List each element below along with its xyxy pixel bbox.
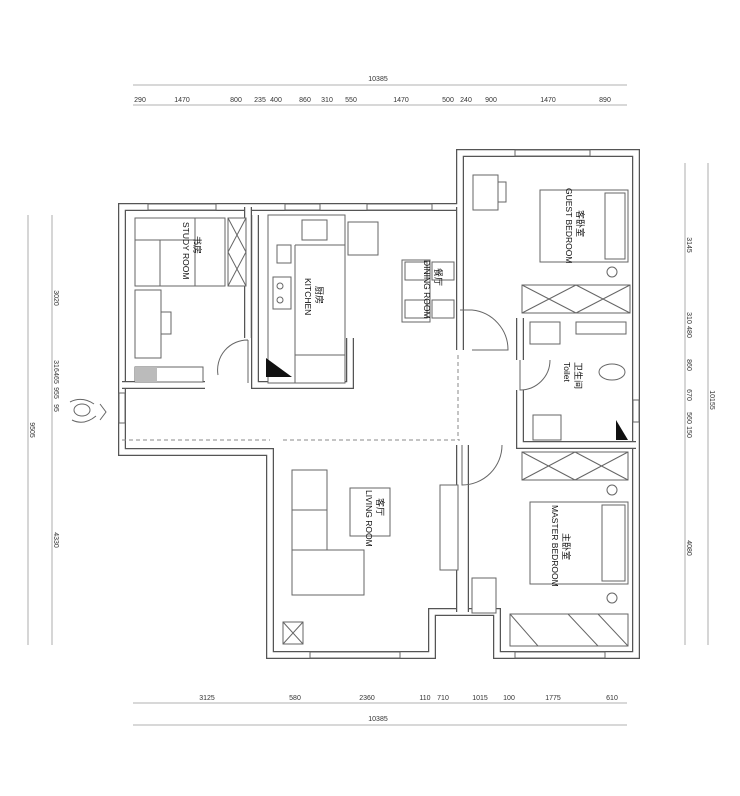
interior-walls [122, 207, 636, 612]
room-label-cn: 书房 [191, 236, 203, 254]
room-label-cn: 厨房 [313, 286, 325, 304]
dimension-label: 3020 [52, 290, 59, 306]
living-furniture [282, 469, 459, 645]
dimension-label: 860 [299, 97, 311, 104]
dimension-label: 110 [419, 695, 430, 702]
bottom-dimensions: 3125 580 2360 110 710 1015 100 1775 610 10385 [133, 695, 627, 726]
kitchen-furniture [266, 214, 379, 384]
dim-right-total: 10155 [708, 390, 715, 410]
dimension-label: 890 [599, 97, 611, 104]
top-dimensions: 10385 290 1470 800 235 400 860 310 550 1470 500 24… [133, 76, 627, 106]
study-furniture [134, 217, 247, 383]
dimension-label: 100 [503, 695, 515, 702]
stove-icon [272, 276, 292, 310]
dimension-label: 580 [289, 695, 301, 702]
dimension-label: 900 [485, 97, 497, 104]
dimension-label: 3125 [199, 695, 215, 702]
dimension-label: 710 [437, 695, 449, 702]
dimension-label: 290 [134, 97, 146, 104]
dimension-label: 4080 [685, 540, 692, 556]
dimension-label: 1015 [472, 695, 488, 702]
dimension-label: 1470 [540, 97, 556, 104]
dimension-label: 3145 [685, 237, 692, 253]
room-label-master-bedroom: MASTER BEDROOM 主卧室 [550, 505, 572, 587]
room-label-cn: 客厅 [374, 498, 386, 516]
dimension-label: 4330 [52, 532, 59, 548]
dimension-label: 316 [52, 360, 59, 372]
dimension-label: 550 [345, 97, 357, 104]
room-label-toilet: Toilet 卫生间 [562, 362, 584, 389]
room-label-living: LIVING ROOM 客厅 [364, 490, 386, 547]
dimension-label: 465 [52, 372, 59, 384]
dimension-label: 500 [442, 97, 454, 104]
dimension-label: 560 [685, 412, 692, 424]
dimension-label: 1470 [174, 97, 190, 104]
dimension-label: 670 [685, 389, 692, 401]
dimension-label: 150 [685, 426, 692, 438]
dim-top-total: 10385 [368, 76, 388, 83]
entrance-person-icon [69, 398, 107, 423]
room-label-cn: 主卧室 [560, 533, 572, 560]
guest-bedroom-furniture [472, 174, 631, 314]
dimension-label: 1470 [393, 97, 409, 104]
room-label-en: KITCHEN [303, 278, 313, 315]
room-label-cn: 卫生间 [572, 362, 584, 389]
windows [118, 149, 640, 659]
dim-left-total: 9505 [28, 422, 35, 438]
room-label-guest-bedroom: GUEST BEDROOM 客卧室 [564, 188, 586, 263]
master-bedroom-furniture [471, 451, 629, 647]
room-label-cn: 餐厅 [432, 268, 444, 286]
dimension-label: 480 [685, 326, 692, 338]
exterior-walls [118, 149, 640, 659]
dimension-label: 1775 [545, 695, 561, 702]
toilet-fixtures [529, 321, 628, 441]
dimension-label: 610 [606, 695, 618, 702]
dimension-label: 310 [321, 97, 333, 104]
doors [217, 309, 551, 486]
room-label-kitchen: KITCHEN 厨房 [303, 278, 325, 315]
dimension-label: 860 [685, 359, 692, 371]
dimension-label: 95 [52, 404, 59, 412]
dining-table [401, 259, 455, 323]
room-label-en: GUEST BEDROOM [564, 188, 574, 263]
shaft-marker [266, 358, 292, 377]
dimension-label: 240 [460, 97, 472, 104]
room-label-en: DINING ROOM [422, 260, 432, 319]
dim-bottom-total: 10385 [368, 716, 388, 723]
room-label-cn: 客卧室 [574, 210, 586, 237]
dimension-label: 400 [270, 97, 282, 104]
room-label-en: Toilet [562, 362, 572, 382]
right-dimensions: 10155 3145 310 480 860 670 560 150 4080 [684, 163, 715, 645]
room-label-dining: DINING ROOM 餐厅 [422, 260, 444, 319]
dimension-label: 310 [685, 312, 692, 324]
room-label-en: STUDY ROOM [181, 222, 191, 279]
room-label-en: LIVING ROOM [364, 490, 374, 547]
dimension-label: 955 [52, 387, 59, 399]
dimension-label: 235 [254, 97, 266, 104]
dimension-label: 800 [230, 97, 242, 104]
dimension-label: 2360 [359, 695, 375, 702]
room-label-en: MASTER BEDROOM [550, 505, 560, 587]
room-label-study: STUDY ROOM 书房 [181, 222, 203, 279]
